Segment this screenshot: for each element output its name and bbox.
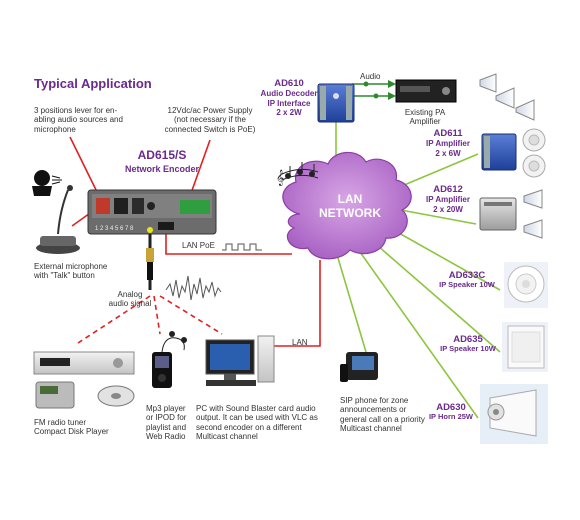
mp3-caption: Mp3 player or IPOD for playlist and Web … xyxy=(146,404,187,442)
sip-phone-icon xyxy=(340,352,378,382)
encoder-lever xyxy=(96,198,110,214)
lan-network-label: LAN NETWORK xyxy=(319,192,381,221)
link-power-note xyxy=(189,139,211,197)
ad612-label: AD612 IP Amplifier 2 x 20W xyxy=(425,184,470,214)
lever-note: 3 positions lever for en- abling audio s… xyxy=(34,106,123,134)
talking-person-icon xyxy=(32,170,62,196)
pa-amp-caption: Existing PA Amplifier xyxy=(404,108,446,127)
link-cloud-ad612 xyxy=(389,207,477,225)
ad612-device xyxy=(479,189,543,239)
audio-arrow-2 xyxy=(388,92,396,100)
ad611-label: AD611 IP Amplifier 2 x 6W xyxy=(425,128,470,158)
encoder-green-terminal xyxy=(180,200,210,214)
audio-jack-cable xyxy=(146,234,154,290)
ad610-device xyxy=(317,83,355,123)
link-cloud-ad633c xyxy=(389,227,501,291)
pc-caption: PC with Sound Blaster card audio output.… xyxy=(196,404,318,442)
fm-radio-caption: FM radio tuner Compact Disk Player xyxy=(34,418,109,437)
link-pc-lan xyxy=(270,260,321,347)
fm-radio-cd-icon xyxy=(33,351,135,409)
svg-text:1 2 3 4 5 6 7 8: 1 2 3 4 5 6 7 8 xyxy=(95,226,134,232)
pc-icon xyxy=(205,335,275,386)
svg-text:𝄞: 𝄞 xyxy=(276,170,284,186)
audio-label: Audio xyxy=(360,72,381,81)
ad633c-label: AD633C IP Speaker 10W xyxy=(439,270,495,290)
ad630-label: AD630 IP Horn 25W xyxy=(428,402,474,422)
ad635-speaker xyxy=(502,322,548,372)
lan-poe-waveform xyxy=(222,243,262,251)
power-note: 12Vdc/ac Power Supply (not necessary if … xyxy=(164,106,256,134)
lan-poe-label: LAN PoE xyxy=(182,241,215,250)
audio-arrow-1 xyxy=(388,80,396,88)
link-cloud-ad630 xyxy=(359,251,479,419)
analog-waveform xyxy=(165,275,222,301)
pa-amplifier-icon xyxy=(395,79,457,103)
analog-caption: Analog audio signal xyxy=(108,290,152,309)
audio-link xyxy=(352,81,388,99)
link-cloud-phone xyxy=(337,257,367,353)
page-title: Typical Application xyxy=(34,76,152,91)
music-notes: 𝄞 xyxy=(276,162,319,186)
encoder-model: AD615/S xyxy=(137,148,187,162)
mic-caption: External microphone with "Talk" button xyxy=(34,262,108,281)
ad610-label: AD610 Audio Decoder IP Interface 2 x 2W xyxy=(260,78,318,118)
mp3-player-icon xyxy=(152,331,187,388)
lan-label: LAN xyxy=(292,338,308,347)
ad611-device xyxy=(481,128,546,178)
link-lever-note xyxy=(69,136,101,199)
ad635-label: AD635 IP Speaker 10W xyxy=(440,334,496,354)
ad633c-speaker xyxy=(504,262,548,308)
link-cloud-ad635 xyxy=(377,245,501,353)
pa-horn-speakers-icon xyxy=(479,73,535,121)
dashed-links xyxy=(77,295,223,344)
ad630-horn xyxy=(480,384,548,444)
lan-network-cloud xyxy=(282,151,412,260)
encoder-name: Network Encoder xyxy=(124,164,200,174)
encoder-device: 1 2 3 4 5 6 7 8 xyxy=(87,189,217,235)
microphone-icon xyxy=(36,185,80,254)
sip-phone-caption: SIP phone for zone announcements or gene… xyxy=(340,396,425,434)
